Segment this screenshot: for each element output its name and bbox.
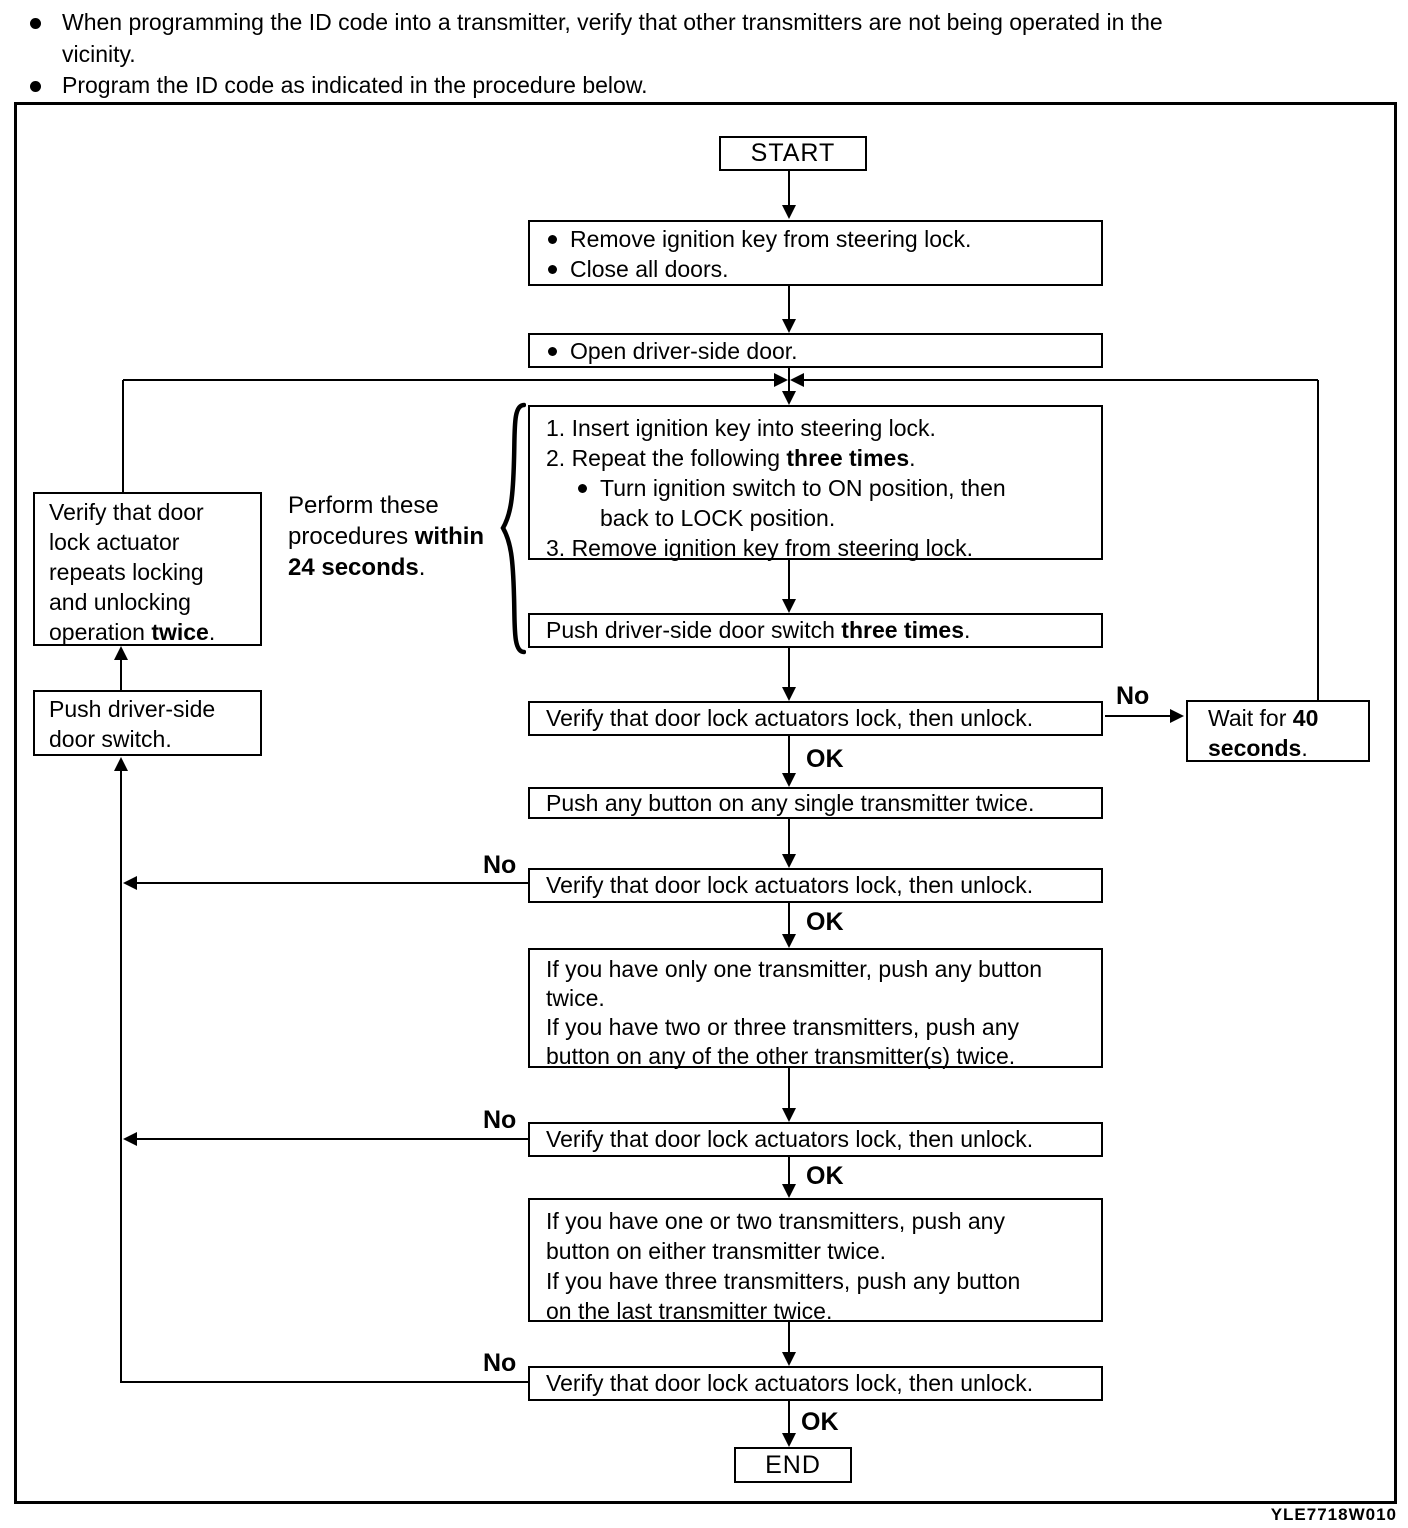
end-label: END <box>765 1450 821 1479</box>
step-text: Close all doors. <box>570 256 729 282</box>
arrow-right-icon <box>774 373 788 387</box>
arrow-down-icon <box>782 1433 796 1447</box>
arrow-line <box>788 368 790 391</box>
arrow-line <box>788 1157 790 1184</box>
ok-label: OK <box>806 1162 844 1190</box>
verify-text: Verify that door lock actuators lock, th… <box>546 872 1034 898</box>
arrow-down-icon <box>782 391 796 405</box>
no-branch-line <box>137 1138 528 1140</box>
arrow-line <box>788 560 790 599</box>
figure-code: YLE7718W010 <box>1270 1505 1397 1524</box>
verify-box-1: Verify that door lock actuators lock, th… <box>528 701 1103 736</box>
loop-line-left <box>123 379 774 381</box>
verify-box-4: Verify that door lock actuators lock, th… <box>528 1366 1103 1401</box>
brace-note: Perform these procedures within 24 secon… <box>288 492 485 581</box>
arrow-up-icon <box>114 646 128 660</box>
arrow-line <box>788 903 790 934</box>
arrow-line <box>788 1068 790 1108</box>
arrow-up-icon <box>114 757 128 771</box>
bullet-icon <box>30 81 41 92</box>
no-branch-line <box>137 882 528 884</box>
arrow-down-icon <box>782 687 796 701</box>
bullet-icon <box>30 18 41 29</box>
arrow-line <box>788 819 790 854</box>
arrow-down-icon <box>782 1108 796 1122</box>
no-label: No <box>483 851 517 879</box>
only-one-transmitter-box: If you have only one transmitter, push a… <box>528 948 1103 1069</box>
push-any-single-box: Push any button on any single transmitte… <box>528 787 1103 819</box>
ok-label: OK <box>801 1408 839 1436</box>
arrow-left-icon <box>123 1132 137 1146</box>
key-cycle-box: 1. Insert ignition key into steering loc… <box>528 405 1103 561</box>
no-label: No <box>1116 682 1150 710</box>
step-text: Push driver-side door switch three times… <box>546 617 971 643</box>
step-text: back to LOCK position. <box>600 505 836 531</box>
verify-box-2: Verify that door lock actuators lock, th… <box>528 868 1103 903</box>
step-text: Open driver-side door. <box>570 337 798 364</box>
arrow-line <box>788 286 790 319</box>
no-collector-line <box>120 771 122 1383</box>
bullet-icon <box>548 346 557 356</box>
arrow-down-icon <box>782 934 796 948</box>
no-branch-line <box>1105 715 1170 717</box>
step-text: 1. Insert ignition key into steering loc… <box>546 415 936 441</box>
loop-line-left <box>122 380 124 492</box>
bullet-icon <box>578 484 587 493</box>
verify-box-3: Verify that door lock actuators lock, th… <box>528 1122 1103 1157</box>
ok-label: OK <box>806 908 844 936</box>
push-door-switch-box: Push driver-side door switch. <box>33 690 262 756</box>
step-text: 3. Remove ignition key from steering loc… <box>546 535 973 561</box>
step-remove-close-box: Remove ignition key from steering lock. … <box>528 220 1103 286</box>
verify-text: Verify that door lock actuators lock, th… <box>546 1370 1034 1396</box>
step-text: Push any button on any single transmitte… <box>546 789 1035 816</box>
arrow-down-icon <box>782 1352 796 1366</box>
arrow-down-icon <box>782 854 796 868</box>
arrow-line <box>788 648 790 687</box>
ok-label: OK <box>806 745 844 773</box>
arrow-right-icon <box>1170 709 1184 723</box>
arrow-line <box>120 660 122 690</box>
note-line: vicinity. <box>62 41 136 67</box>
no-label: No <box>483 1106 517 1134</box>
loop-line-right <box>804 379 1318 381</box>
no-label: No <box>483 1349 517 1377</box>
one-or-two-transmitters-box: If you have one or two transmitters, pus… <box>528 1198 1103 1324</box>
step-text: Turn ignition switch to ON position, the… <box>600 475 1006 501</box>
wait-40-box: Wait for 40 seconds. <box>1186 700 1370 762</box>
flowchart-frame <box>14 102 1397 1504</box>
bullet-icon <box>548 235 557 244</box>
push-switch-three-box: Push driver-side door switch three times… <box>528 613 1103 648</box>
arrow-down-icon <box>782 773 796 787</box>
step-open-door-box: Open driver-side door. <box>528 333 1103 368</box>
verify-actuator-box: Verify that door lock actuator repeats l… <box>33 492 262 646</box>
arrow-line <box>788 171 790 205</box>
loop-line-right <box>1317 380 1319 700</box>
step-text: 2. Repeat the following three times. <box>546 445 916 471</box>
arrow-down-icon <box>782 319 796 333</box>
brace-icon <box>500 402 526 655</box>
verify-text: Verify that door lock actuators lock, th… <box>546 705 1034 731</box>
arrow-left-icon <box>790 373 804 387</box>
verify-text: Verify that door lock actuators lock, th… <box>546 1126 1034 1152</box>
step-text: Remove ignition key from steering lock. <box>570 226 972 252</box>
start-node: START <box>719 136 867 171</box>
bullet-icon <box>548 265 557 274</box>
arrow-left-icon <box>123 876 137 890</box>
arrow-line <box>788 1401 790 1433</box>
note-line: When programming the ID code into a tran… <box>62 9 1163 35</box>
arrow-line <box>788 1322 790 1352</box>
note-line: Program the ID code as indicated in the … <box>62 72 648 98</box>
arrow-line <box>788 736 790 773</box>
no-branch-line <box>121 1381 528 1383</box>
arrow-down-icon <box>782 205 796 219</box>
arrow-down-icon <box>782 599 796 613</box>
end-node: END <box>734 1447 852 1483</box>
arrow-down-icon <box>782 1184 796 1198</box>
start-label: START <box>750 139 836 167</box>
